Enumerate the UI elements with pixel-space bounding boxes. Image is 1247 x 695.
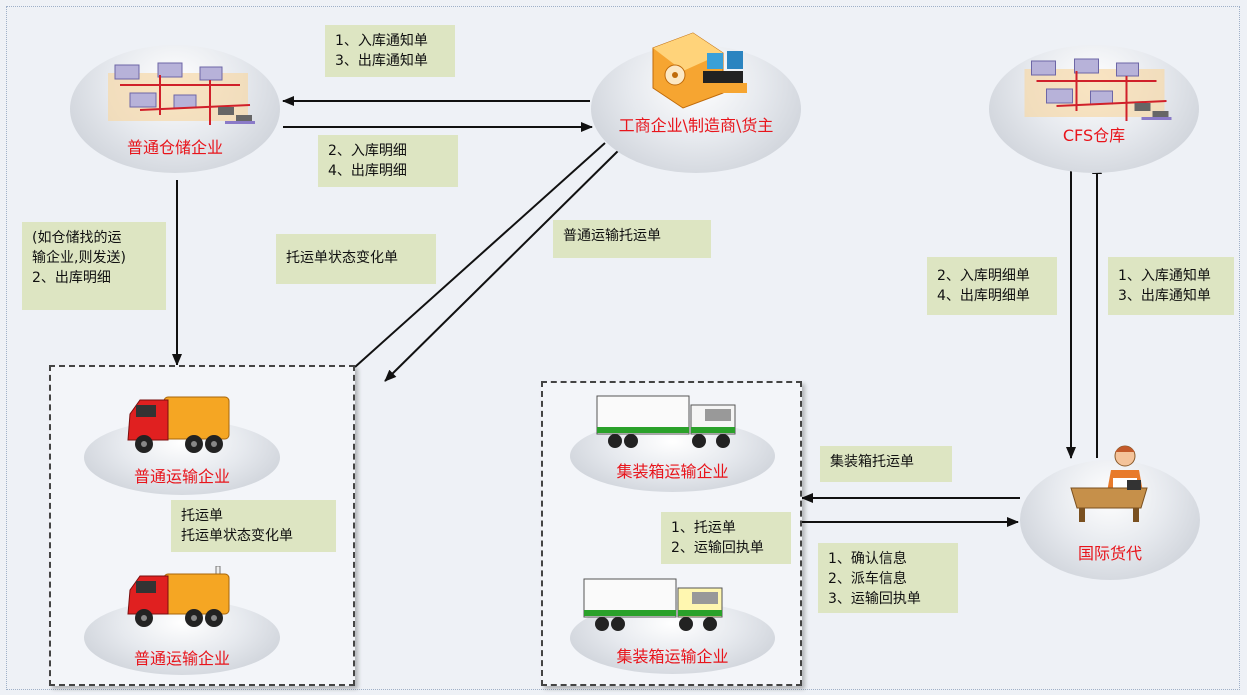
note-transport-pair: 托运单 托运单状态变化单: [171, 500, 336, 552]
forwarder-node: 国际货代: [1020, 445, 1200, 585]
note-detail-warehouse-to-shipper: 2、入库明细 4、出库明细: [318, 135, 458, 187]
shipper-node: 工商企业\制造商\货主: [591, 32, 801, 173]
transport-top-label: 普通运输企业: [133, 467, 230, 486]
container-truck-icon: [596, 395, 736, 448]
forwarder-label: 国际货代: [1077, 544, 1142, 563]
cfs-node: CFS仓库: [989, 45, 1199, 173]
orange-truck-icon: [127, 566, 230, 627]
note-container-to-forwarder: 1、确认信息 2、派车信息 3、运输回执单: [818, 543, 958, 613]
container-top-label: 集装箱运输企业: [616, 462, 729, 481]
diagram-frame: [6, 6, 1240, 690]
orange-truck-icon: [127, 396, 230, 453]
note-normal-consignment: 普通运输托运单: [553, 220, 711, 258]
note-status-change: 托运单状态变化单: [276, 234, 436, 284]
transport-bottom-node: 普通运输企业: [84, 566, 280, 678]
container-truck-icon: [583, 578, 723, 631]
arrow-shipper-to-transport: [384, 146, 623, 382]
transport-bottom-label: 普通运输企业: [133, 649, 230, 668]
container-bottom-label: 集装箱运输企业: [616, 647, 729, 666]
note-container-consignment: 集装箱托运单: [820, 446, 952, 482]
transport-top-node: 普通运输企业: [84, 396, 280, 495]
factory-icon: [652, 32, 747, 109]
line-transport-to-shipper: [354, 142, 606, 368]
warehouse-node: 普通仓储企业: [70, 45, 280, 173]
note-notice-shipper-to-warehouse: 1、入库通知单 3、出库通知单: [325, 25, 455, 77]
shipper-label: 工商企业\制造商\货主: [618, 116, 774, 135]
warehouse-map-icon: [1024, 58, 1172, 121]
cfs-label: CFS仓库: [1062, 126, 1126, 145]
container-bottom-node: 集装箱运输企业: [570, 578, 775, 678]
note-container-pair: 1、托运单 2、运输回执单: [661, 512, 791, 564]
note-cfs-notice: 1、入库通知单 3、出库通知单: [1108, 257, 1234, 315]
warehouse-map-icon: [108, 62, 255, 125]
warehouse-label: 普通仓储企业: [126, 138, 223, 157]
container-top-node: 集装箱运输企业: [570, 395, 775, 495]
note-cfs-detail: 2、入库明细单 4、出库明细单: [927, 257, 1057, 315]
agent-desk-icon: [1070, 445, 1148, 522]
note-warehouse-to-transport: (如仓储找的运 输企业,则发送) 2、出库明细: [22, 222, 166, 310]
